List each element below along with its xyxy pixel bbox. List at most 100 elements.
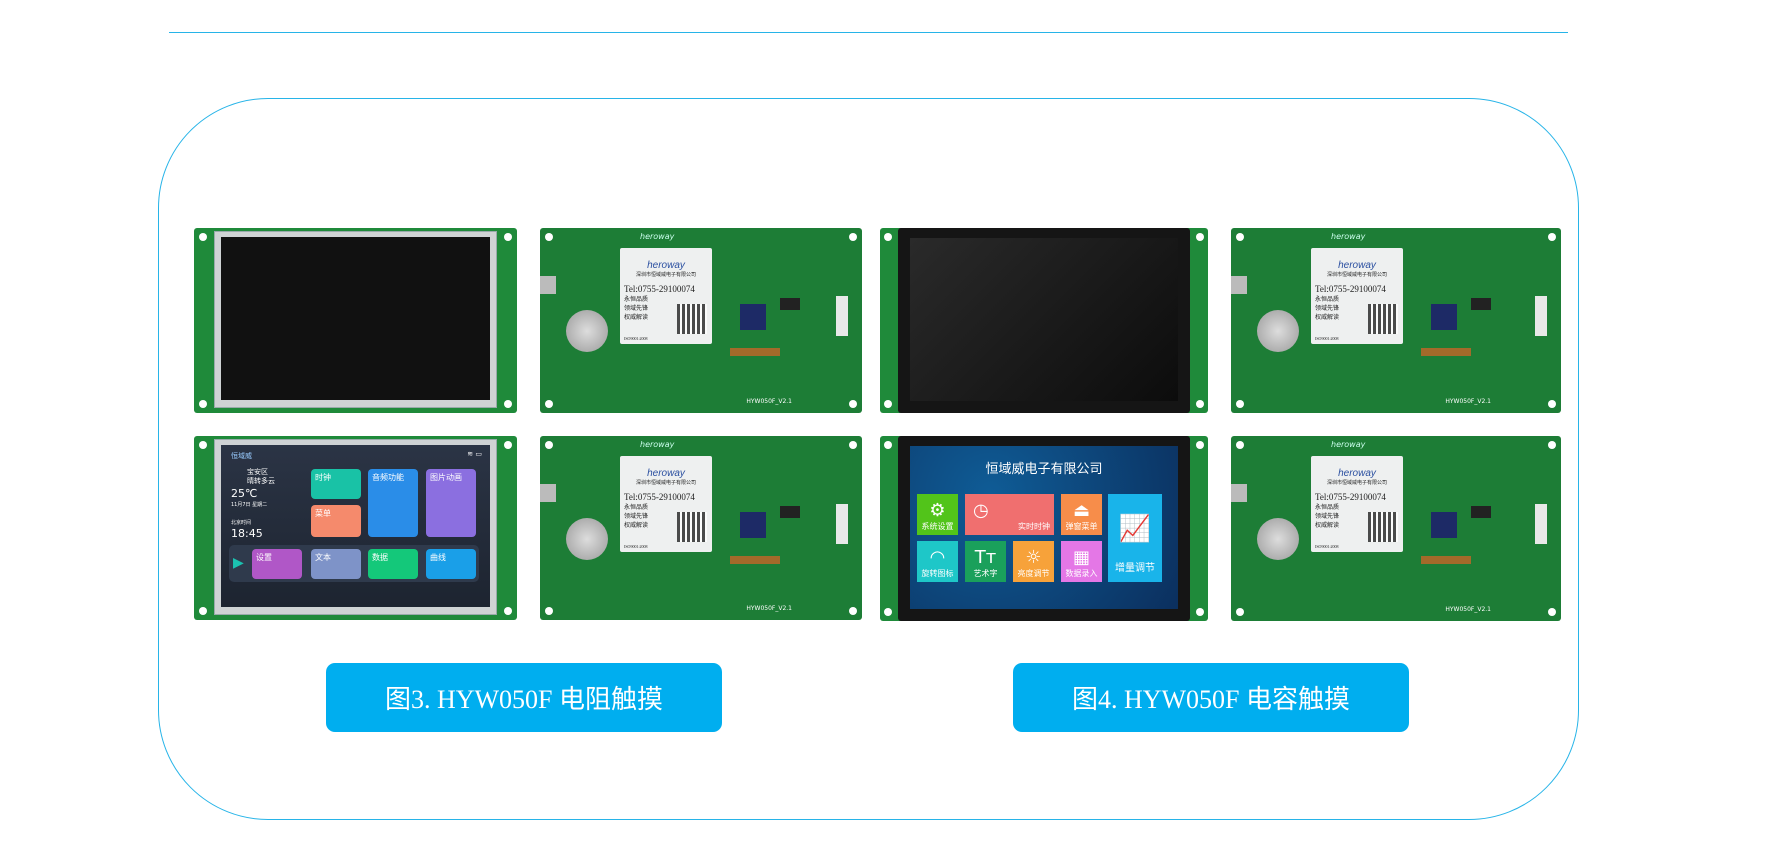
- slogan-line: 权威解读: [624, 523, 649, 529]
- tile-label: 旋转图标: [921, 569, 954, 578]
- sun-icon: ☼: [1025, 547, 1042, 568]
- tile-curve[interactable]: 曲线: [426, 549, 476, 579]
- wifi-battery-icon: ≋ ▭: [467, 450, 482, 458]
- qr-code: [1368, 512, 1398, 542]
- pin-header: [836, 504, 848, 544]
- blank-screen: [910, 238, 1178, 401]
- resistive-display-ui: 恒域威 ≋ ▭ 宝安区 晴转多云 25℃ 11月7日 星期二 北京时间 18:4…: [194, 436, 517, 620]
- fpc-connector: [1421, 556, 1471, 564]
- tile-menu[interactable]: 菜单: [311, 505, 361, 537]
- tile-text[interactable]: 文本: [311, 549, 361, 579]
- text-icon: Tт: [974, 547, 997, 568]
- calculator-icon: ▦: [1072, 547, 1090, 568]
- phone: Tel:0755-29100074: [624, 492, 695, 502]
- company-name: 深圳市恒域威电子有限公司: [1326, 481, 1387, 486]
- chart-up-icon: 📈: [1118, 514, 1152, 544]
- tile-label: 实时时钟: [1018, 522, 1050, 531]
- top-divider: [169, 32, 1568, 33]
- tile-popup-menu[interactable]: ⏏弹窗菜单: [1061, 494, 1102, 535]
- caption-capacitive: 图4. HYW050F 电容触摸: [1013, 663, 1409, 732]
- board-version: HYW050F_V2.1: [1445, 606, 1491, 613]
- temperature: 25℃: [231, 487, 258, 500]
- ic-chip: [1471, 506, 1491, 518]
- module-chip: [740, 512, 766, 538]
- caption-resistive: 图3. HYW050F 电阻触摸: [326, 663, 722, 732]
- gear-icon: ⚙: [929, 500, 946, 521]
- ic-chip: [780, 298, 800, 310]
- product-label: heroway 深圳市恒域威电子有限公司 Tel:0755-29100074 永恒品质…: [620, 456, 712, 552]
- module-chip: [1431, 512, 1457, 538]
- date: 11月7日 星期二: [231, 502, 268, 508]
- usb-port: [1231, 484, 1247, 502]
- tile-audio[interactable]: 音频功能: [368, 469, 418, 537]
- coin-battery: [1257, 518, 1299, 560]
- usb-port: [540, 484, 556, 502]
- slogan-line: 领域先锋: [624, 306, 649, 312]
- board-version: HYW050F_V2.1: [746, 605, 792, 612]
- capacitive-display-front: [880, 228, 1208, 413]
- coin-battery: [1257, 310, 1299, 352]
- tile-data[interactable]: 数据: [368, 549, 418, 579]
- coin-battery: [566, 310, 608, 352]
- tile-label: 亮度调节: [1017, 569, 1050, 578]
- company-name: 深圳市恒域威电子有限公司: [1326, 273, 1387, 278]
- home-screen: 恒域威 ≋ ▭ 宝安区 晴转多云 25℃ 11月7日 星期二 北京时间 18:4…: [221, 445, 490, 607]
- slogan-line: 权威解读: [1315, 315, 1340, 321]
- pin-header: [836, 296, 848, 336]
- fpc-connector: [730, 556, 780, 564]
- iso-text: ISO9001:2008: [1315, 336, 1339, 341]
- qr-code: [1368, 304, 1398, 334]
- tile-rotate-icon[interactable]: ◠旋转图标: [917, 541, 958, 582]
- fpc-connector: [1421, 348, 1471, 356]
- ic-chip: [1471, 298, 1491, 310]
- tile-label: 弹窗菜单: [1065, 522, 1098, 531]
- iso-text: ISO9001:2008: [624, 336, 648, 341]
- gauge-icon: ◠: [929, 547, 946, 568]
- tile-clock[interactable]: 时钟: [311, 469, 361, 499]
- tile-label: 数据录入: [1065, 569, 1098, 578]
- fpc-connector: [730, 348, 780, 356]
- tile-label: 系统设置: [921, 522, 954, 531]
- tile-clock[interactable]: ◷实时时钟: [965, 494, 1054, 535]
- slogan-line: 永恒品质: [1315, 505, 1340, 511]
- usb-port: [1231, 276, 1247, 294]
- label-logo: heroway: [647, 468, 685, 479]
- brand-logo: 恒域威: [231, 452, 252, 460]
- time: 18:45: [231, 527, 263, 540]
- tile-data-entry[interactable]: ▦数据录入: [1061, 541, 1102, 582]
- tile-increment[interactable]: 📈增量调节: [1108, 494, 1162, 582]
- time-label: 北京时间: [231, 520, 252, 526]
- demo-screen: 恒域威电子有限公司 ⚙系统设置 ◷实时时钟 ⏏弹窗菜单 📈增量调节 ◠旋转图标 …: [910, 446, 1178, 609]
- label-logo: heroway: [1338, 468, 1376, 479]
- tile-animation[interactable]: 图片动画: [426, 469, 476, 537]
- tile-brightness[interactable]: ☼亮度调节: [1013, 541, 1054, 582]
- slogan-line: 永恒品质: [624, 505, 649, 511]
- weather: 晴转多云: [247, 477, 275, 485]
- slogan-line: 领域先锋: [1315, 306, 1340, 312]
- pin-header: [1535, 504, 1547, 544]
- tile-settings[interactable]: 设置: [252, 549, 302, 579]
- screen-title: 恒域威电子有限公司: [985, 462, 1103, 477]
- play-icon[interactable]: ▶: [233, 555, 244, 571]
- capacitive-display-ui: 恒域威电子有限公司 ⚙系统设置 ◷实时时钟 ⏏弹窗菜单 📈增量调节 ◠旋转图标 …: [880, 436, 1208, 621]
- tile-system-settings[interactable]: ⚙系统设置: [917, 494, 958, 535]
- slogan-line: 领域先锋: [624, 514, 649, 520]
- board-version: HYW050F_V2.1: [1445, 398, 1491, 405]
- blank-screen: [221, 237, 490, 400]
- module-chip: [740, 304, 766, 330]
- label-logo: heroway: [647, 260, 685, 271]
- tile-label: 艺术字: [973, 569, 998, 578]
- slogan-line: 领域先锋: [1315, 514, 1340, 520]
- label-logo: heroway: [1338, 260, 1376, 271]
- company-name: 深圳市恒域威电子有限公司: [635, 481, 696, 486]
- pin-header: [1535, 296, 1547, 336]
- iso-text: ISO9001:2008: [624, 544, 648, 549]
- ic-chip: [780, 506, 800, 518]
